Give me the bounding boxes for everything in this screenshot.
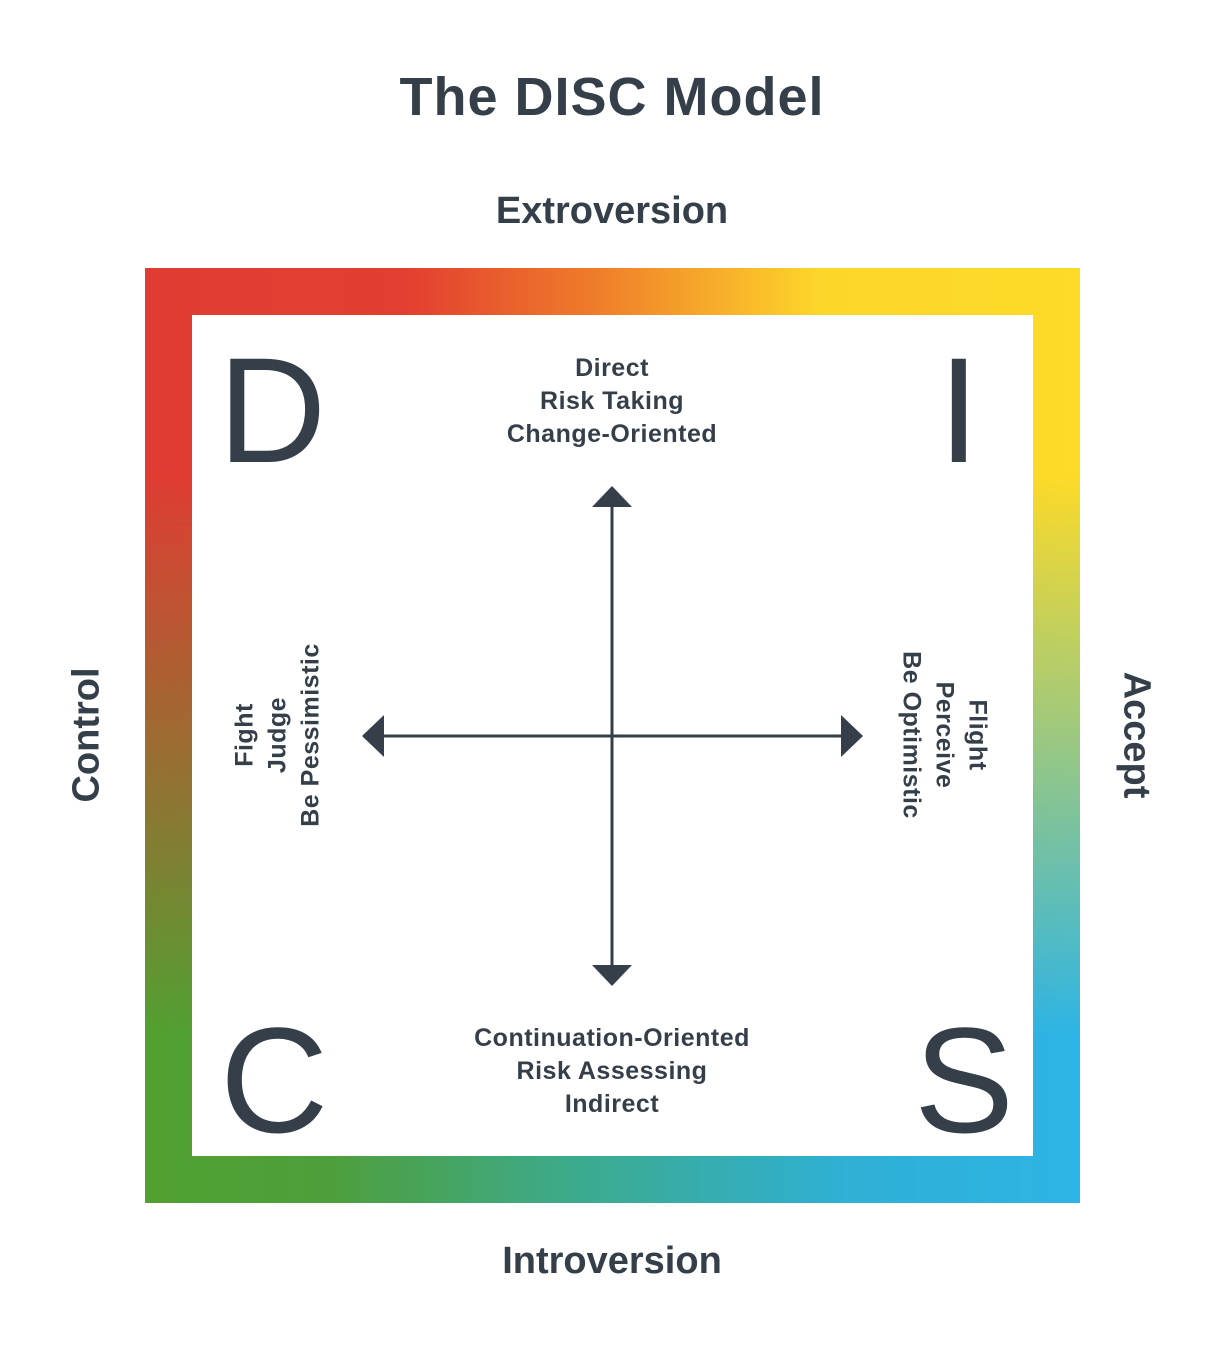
trait-item: Indirect	[564, 1090, 660, 1118]
quadrant-letter-d: D	[218, 326, 327, 494]
trait-item: Change-Oriented	[506, 420, 718, 448]
quadrant-letter-s: S	[914, 996, 1015, 1164]
arrow-left-icon	[362, 715, 384, 757]
arrow-up-icon	[592, 486, 632, 507]
trait-item: Continuation-Oriented	[474, 1024, 750, 1052]
axis-label-introversion: Introversion	[502, 1240, 722, 1282]
arrow-down-icon	[592, 965, 632, 986]
trait-item: Risk Assessing	[516, 1057, 708, 1085]
traits-extroversion: Direct Risk Taking Change-Oriented	[462, 352, 762, 451]
trait-item: Direct	[575, 354, 649, 382]
diagram-title: The DISC Model	[399, 67, 825, 127]
arrow-right-icon	[841, 715, 863, 757]
quadrant-letter-c: C	[220, 996, 329, 1164]
trait-item: Risk Taking	[540, 387, 684, 415]
quadrant-letter-i: I	[938, 326, 980, 494]
axis-label-extroversion: Extroversion	[495, 190, 729, 232]
traits-introversion: Continuation-Oriented Risk Assessing Ind…	[442, 1022, 782, 1121]
